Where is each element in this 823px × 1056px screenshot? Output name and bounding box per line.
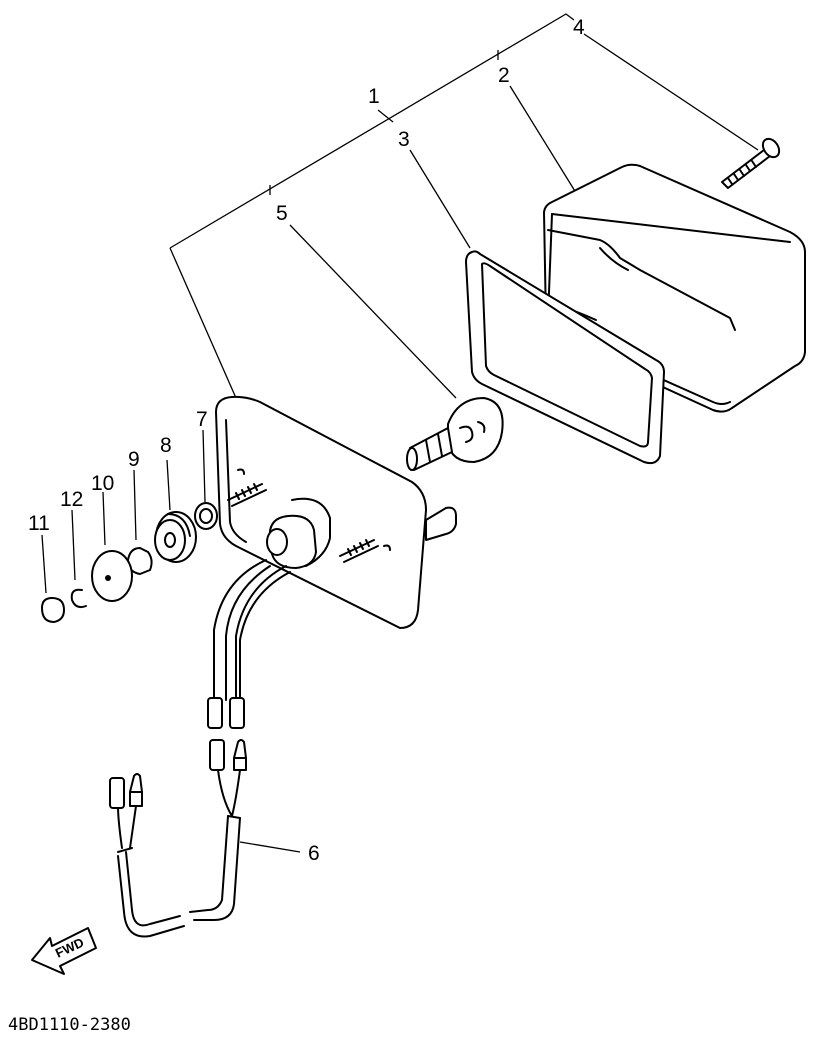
callout-labels: 1 2 3 4 5 6 7 8 9 10 12 11 bbox=[28, 16, 585, 865]
gasket-part-3 bbox=[465, 250, 665, 465]
callout-6: 6 bbox=[308, 842, 320, 865]
wire-harness-part-6 bbox=[109, 559, 291, 938]
callout-5: 5 bbox=[276, 202, 288, 225]
callout-3: 3 bbox=[398, 128, 410, 151]
bulb-part-5 bbox=[406, 397, 504, 471]
small-parts bbox=[41, 502, 218, 623]
base-plate-part-1 bbox=[215, 395, 457, 629]
callout-9: 9 bbox=[128, 448, 140, 471]
callout-7: 7 bbox=[196, 408, 208, 431]
callout-2: 2 bbox=[498, 64, 510, 87]
screw-part-4 bbox=[721, 137, 781, 189]
leader-lines bbox=[41, 13, 759, 853]
callout-11: 11 bbox=[28, 512, 50, 535]
fwd-arrow: FWD bbox=[31, 927, 97, 975]
callout-10: 10 bbox=[91, 472, 114, 495]
callout-8: 8 bbox=[160, 434, 172, 457]
callout-1: 1 bbox=[368, 85, 380, 108]
callout-12: 12 bbox=[60, 488, 83, 511]
callout-4: 4 bbox=[573, 16, 585, 39]
diagram-part-number: 4BD1110-2380 bbox=[8, 1015, 131, 1035]
